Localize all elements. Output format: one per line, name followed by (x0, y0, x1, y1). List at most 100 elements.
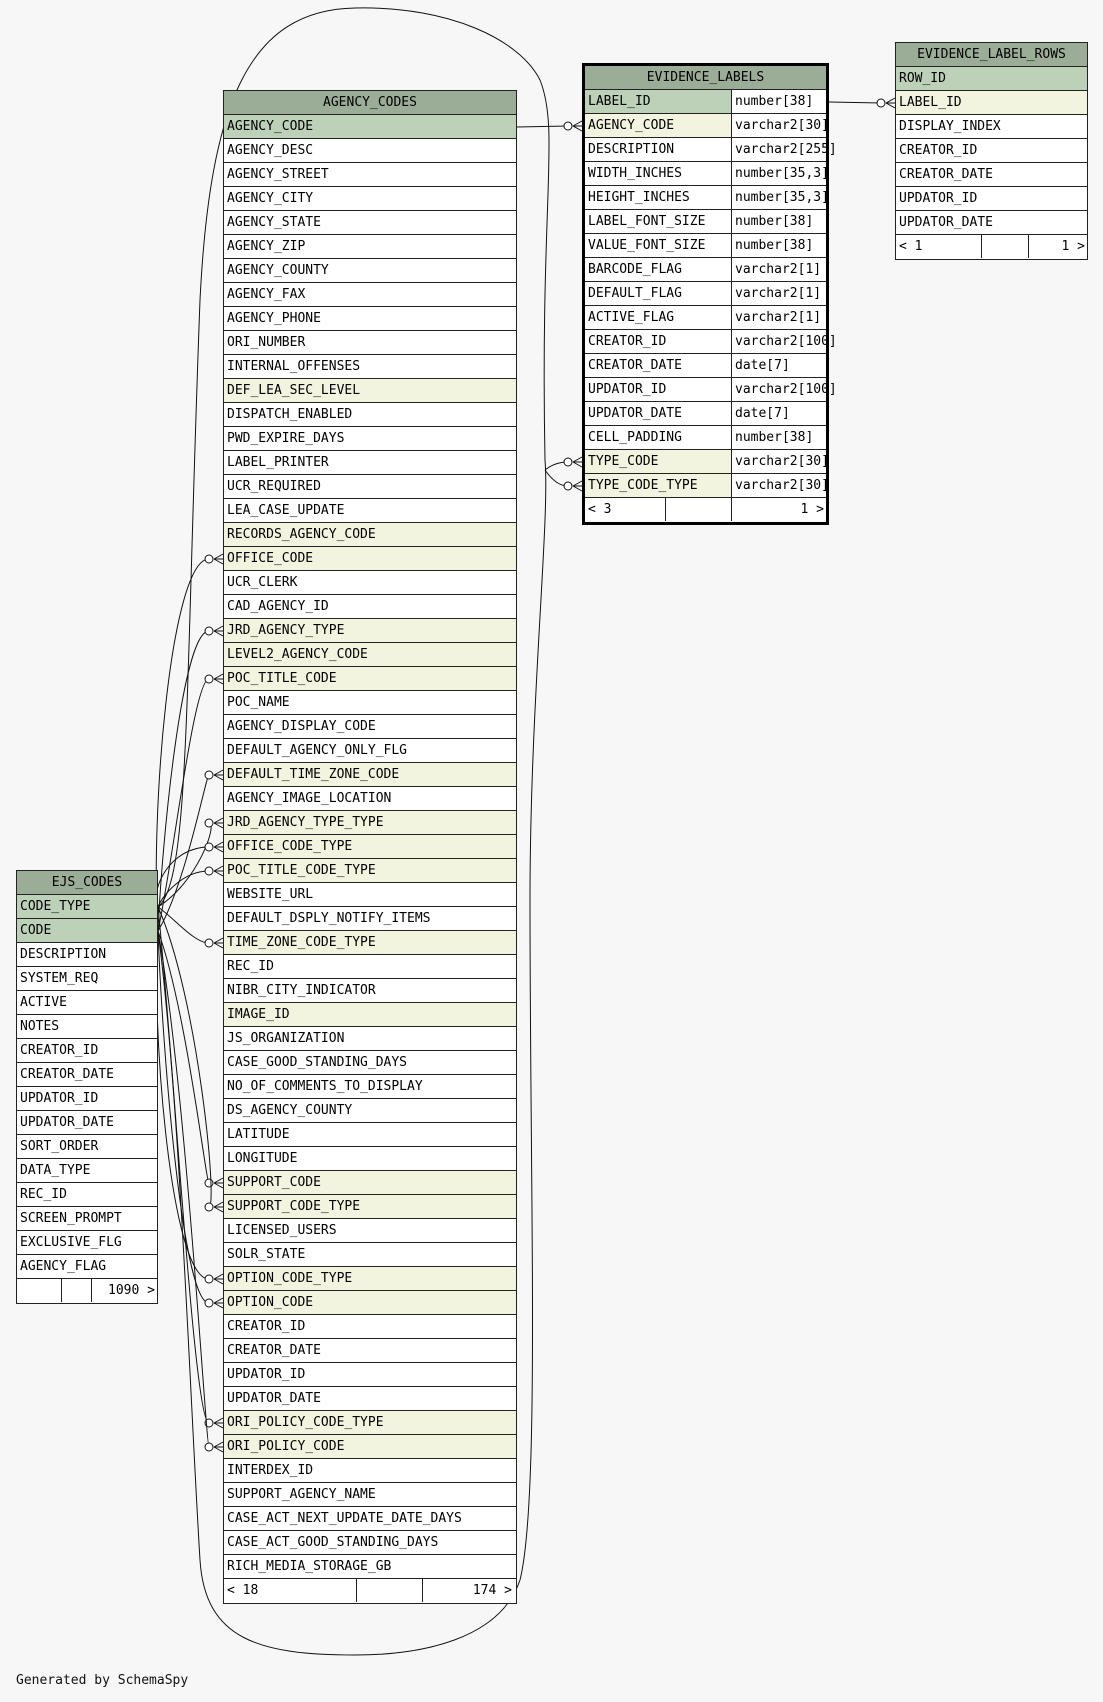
table-row[interactable]: CASE_GOOD_STANDING_DAYS (224, 1051, 516, 1075)
table-row[interactable]: AGENCY_ZIP (224, 235, 516, 259)
table-row[interactable]: RICH_MEDIA_STORAGE_GB (224, 1555, 516, 1579)
table-row[interactable]: ACTIVE (17, 991, 157, 1015)
table-row[interactable]: LICENSED_USERS (224, 1219, 516, 1243)
table-row[interactable]: OFFICE_CODE (224, 547, 516, 571)
table-row[interactable]: CREATOR_ID (896, 139, 1087, 163)
table-row[interactable]: UPDATOR_ID (224, 1363, 516, 1387)
table-row[interactable]: JRD_AGENCY_TYPE (224, 619, 516, 643)
table-row[interactable]: CODE (17, 919, 157, 943)
table-row[interactable]: CREATOR_DATE (224, 1339, 516, 1363)
table-row[interactable]: AGENCY_FAX (224, 283, 516, 307)
table-row[interactable]: DESCRIPTION (17, 943, 157, 967)
table-row[interactable]: DEFAULT_AGENCY_ONLY_FLG (224, 739, 516, 763)
table-row[interactable]: SOLR_STATE (224, 1243, 516, 1267)
table-row[interactable]: CREATOR_ID (224, 1315, 516, 1339)
table-row[interactable]: DEF_LEA_SEC_LEVEL (224, 379, 516, 403)
table-row[interactable]: UPDATOR_ID (17, 1087, 157, 1111)
table-row[interactable]: UCR_REQUIRED (224, 475, 516, 499)
table-row[interactable]: DISPATCH_ENABLED (224, 403, 516, 427)
table-row[interactable]: SCREEN_PROMPT (17, 1207, 157, 1231)
table-row[interactable]: SORT_ORDER (17, 1135, 157, 1159)
table-row[interactable]: UPDATOR_DATE (17, 1111, 157, 1135)
table-row[interactable]: UPDATOR_DATE (224, 1387, 516, 1411)
table-row[interactable]: AGENCY_DISPLAY_CODE (224, 715, 516, 739)
table-row[interactable]: OFFICE_CODE_TYPE (224, 835, 516, 859)
table-row[interactable]: CASE_ACT_GOOD_STANDING_DAYS (224, 1531, 516, 1555)
table-row[interactable]: TIME_ZONE_CODE_TYPE (224, 931, 516, 955)
table-row[interactable]: DATA_TYPE (17, 1159, 157, 1183)
table-row[interactable]: IMAGE_ID (224, 1003, 516, 1027)
table-row[interactable]: INTERDEX_ID (224, 1459, 516, 1483)
table-row[interactable]: JRD_AGENCY_TYPE_TYPE (224, 811, 516, 835)
table-row[interactable]: UPDATOR_ID (896, 187, 1087, 211)
table-row[interactable]: LEA_CASE_UPDATE (224, 499, 516, 523)
table-row[interactable]: AGENCY_COUNTY (224, 259, 516, 283)
table-row[interactable]: REC_ID (17, 1183, 157, 1207)
table-row[interactable]: UPDATOR_DATE (896, 211, 1087, 235)
table-row[interactable]: CREATOR_DATE (17, 1063, 157, 1087)
table-row[interactable]: OPTION_CODE (224, 1291, 516, 1315)
table-row[interactable]: ORI_POLICY_CODE (224, 1435, 516, 1459)
table-row[interactable]: AGENCY_FLAG (17, 1255, 157, 1279)
table-row[interactable]: DEFAULT_TIME_ZONE_CODE (224, 763, 516, 787)
table-row[interactable]: CAD_AGENCY_ID (224, 595, 516, 619)
table-row[interactable]: AGENCY_IMAGE_LOCATION (224, 787, 516, 811)
table-row[interactable]: REC_ID (224, 955, 516, 979)
table-row[interactable]: SUPPORT_CODE_TYPE (224, 1195, 516, 1219)
table-row[interactable]: ORI_POLICY_CODE_TYPE (224, 1411, 516, 1435)
table-row[interactable]: RECORDS_AGENCY_CODE (224, 523, 516, 547)
table-row[interactable]: ROW_ID (896, 67, 1087, 91)
table-row[interactable]: NIBR_CITY_INDICATOR (224, 979, 516, 1003)
table-row[interactable]: POC_TITLE_CODE (224, 667, 516, 691)
table-row[interactable]: CREATOR_ID (17, 1039, 157, 1063)
table-row[interactable]: OPTION_CODE_TYPE (224, 1267, 516, 1291)
table-row[interactable]: AGENCY_CODE (224, 115, 516, 139)
table-row[interactable]: POC_TITLE_CODE_TYPE (224, 859, 516, 883)
table-row[interactable]: CODE_TYPE (17, 895, 157, 919)
table-row[interactable]: AGENCY_PHONE (224, 307, 516, 331)
table-row[interactable]: SYSTEM_REQ (17, 967, 157, 991)
table-row[interactable]: ORI_NUMBER (224, 331, 516, 355)
table-row[interactable]: POC_NAME (224, 691, 516, 715)
table-row[interactable]: AGENCY_STATE (224, 211, 516, 235)
table-row[interactable]: NOTES (17, 1015, 157, 1039)
table-row[interactable]: NO_OF_COMMENTS_TO_DISPLAY (224, 1075, 516, 1099)
table-row[interactable]: EXCLUSIVE_FLG (17, 1231, 157, 1255)
table-row[interactable]: LATITUDE (224, 1123, 516, 1147)
table-row[interactable]: AGENCY_DESC (224, 139, 516, 163)
table-row[interactable]: DEFAULT_DSPLY_NOTIFY_ITEMS (224, 907, 516, 931)
table-row[interactable]: AGENCY_CITY (224, 187, 516, 211)
table-row[interactable]: PWD_EXPIRE_DAYS (224, 427, 516, 451)
table-row[interactable]: UCR_CLERK (224, 571, 516, 595)
table-row[interactable]: SUPPORT_CODE (224, 1171, 516, 1195)
table-row[interactable]: INTERNAL_OFFENSES (224, 355, 516, 379)
table-row[interactable]: SUPPORT_AGENCY_NAME (224, 1483, 516, 1507)
table-row[interactable]: CREATOR_DATE (896, 163, 1087, 187)
table-row[interactable]: LEVEL2_AGENCY_CODE (224, 643, 516, 667)
table-row[interactable]: LONGITUDE (224, 1147, 516, 1171)
table-row[interactable]: WEBSITE_URL (224, 883, 516, 907)
table-row[interactable]: LABEL_ID (896, 91, 1087, 115)
table-row[interactable]: JS_ORGANIZATION (224, 1027, 516, 1051)
table-row[interactable]: AGENCY_STREET (224, 163, 516, 187)
table-row[interactable]: DISPLAY_INDEX (896, 115, 1087, 139)
